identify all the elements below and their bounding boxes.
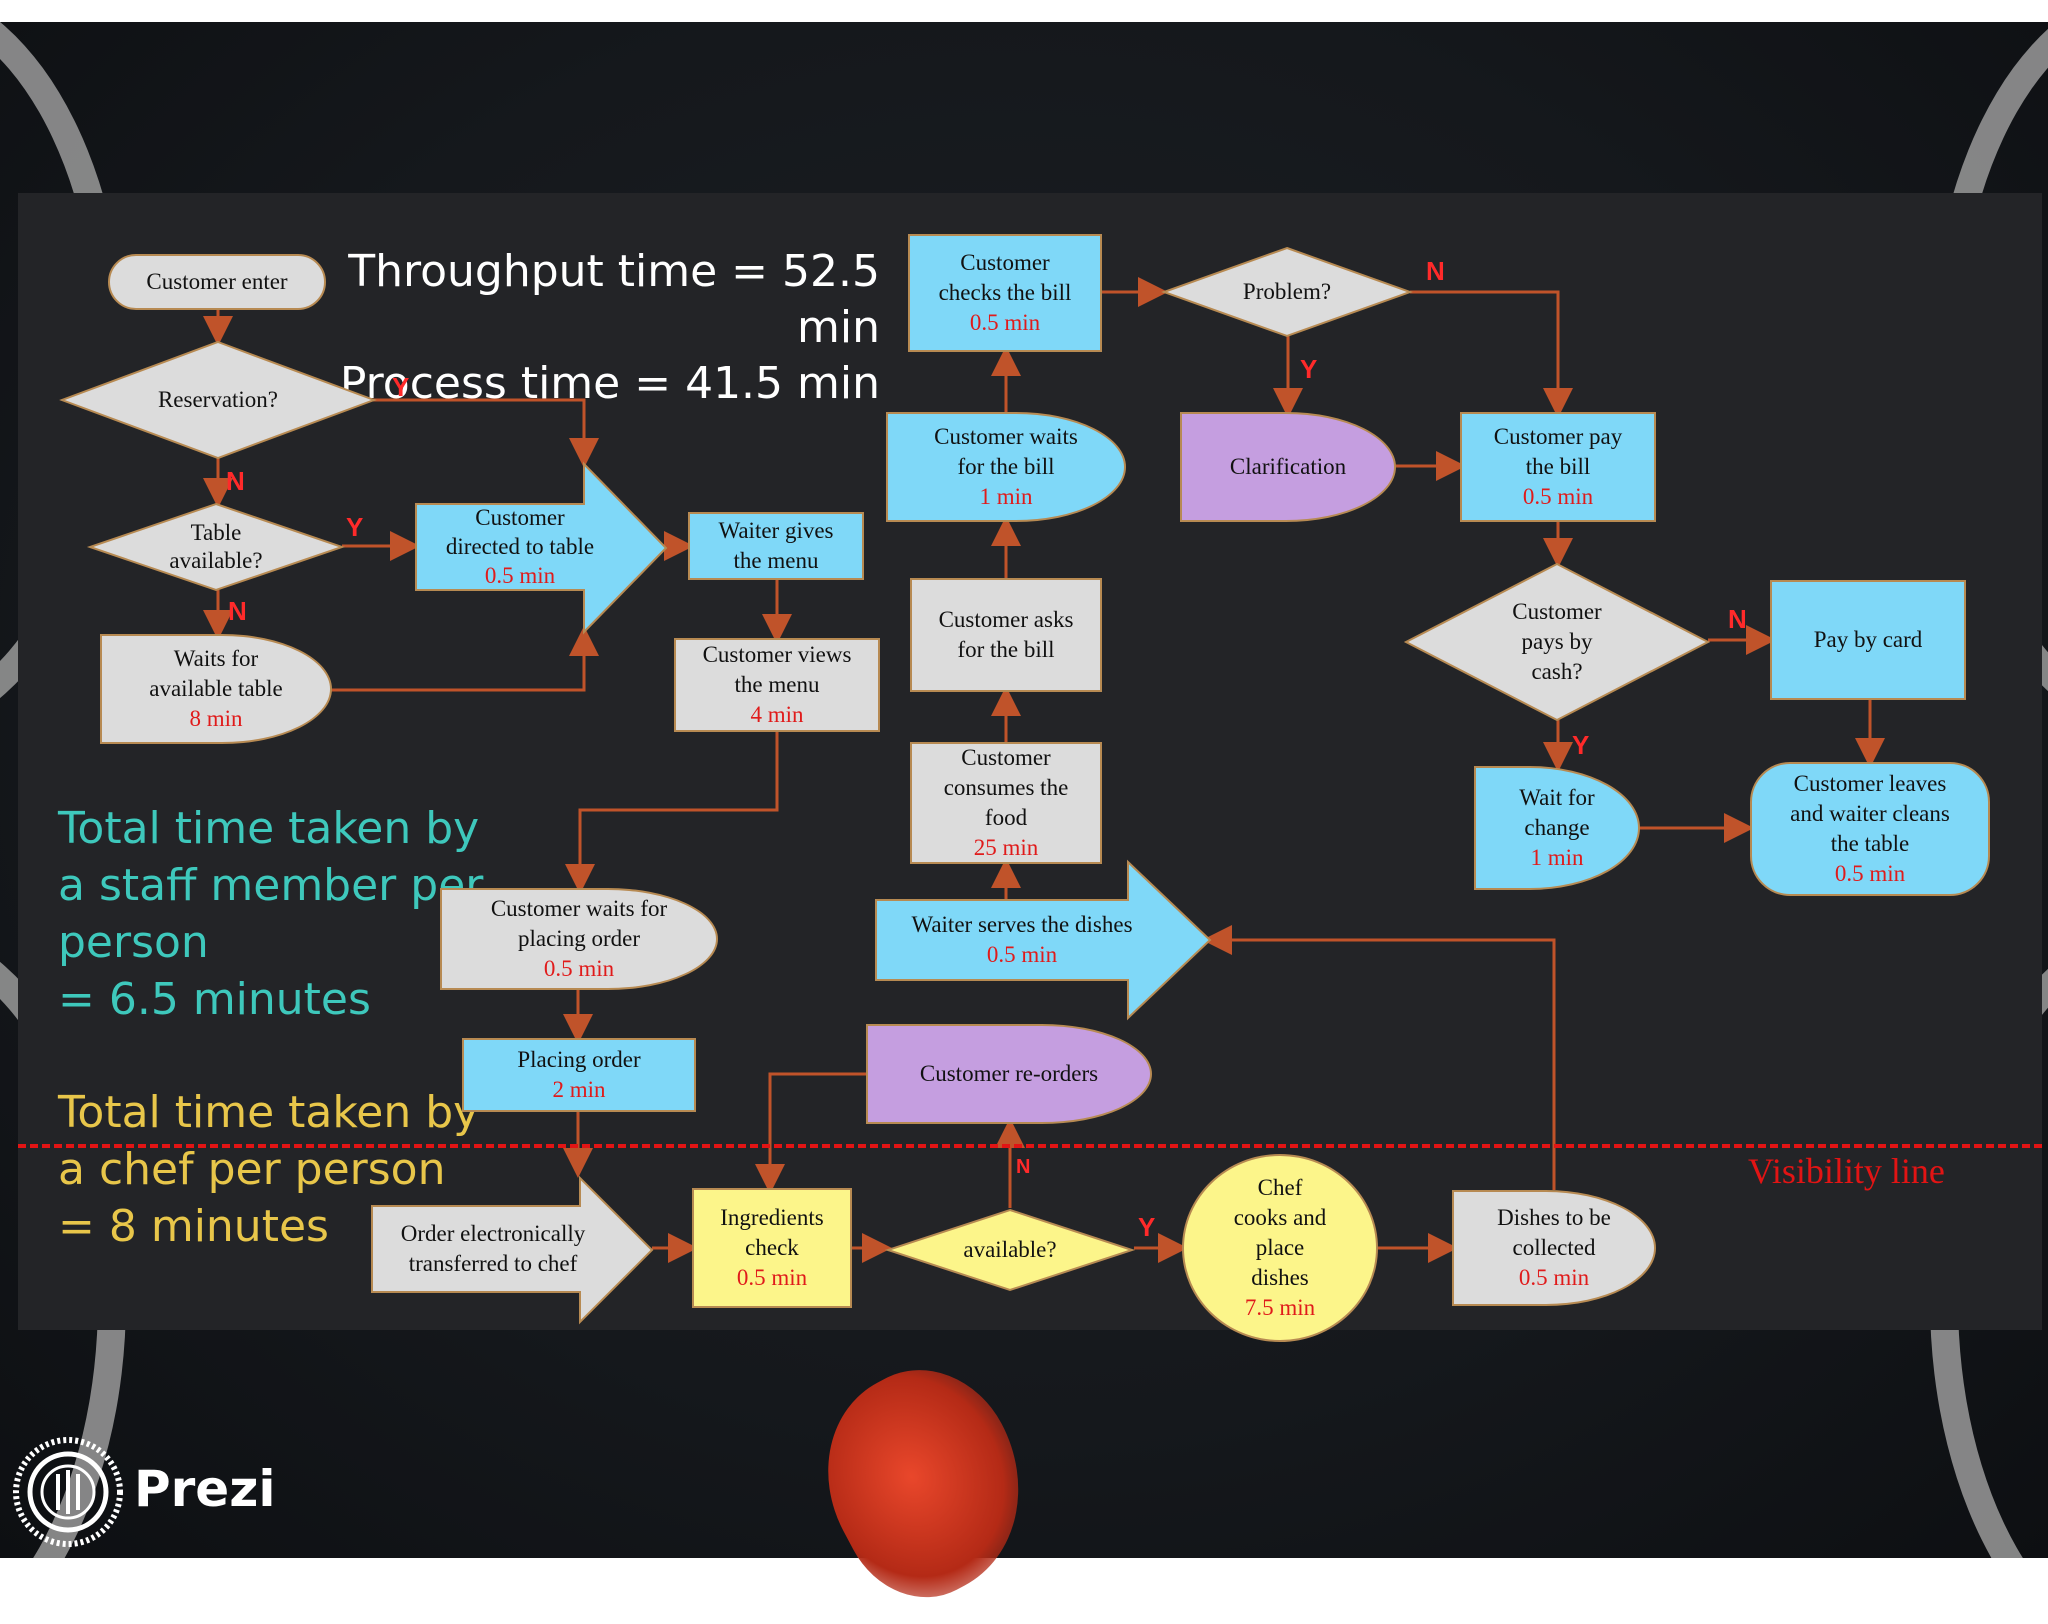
- node-pay-card: Pay by card: [1770, 580, 1966, 700]
- node-available-shape: [884, 1208, 1136, 1292]
- node-order-transferred-shape: [371, 1175, 654, 1325]
- headline: Throughput time = 52.5 min Process time …: [336, 244, 880, 412]
- visibility-line: [18, 1144, 2042, 1148]
- visibility-line-label: Visibility line: [1748, 1151, 1945, 1191]
- node-waits-table: Waits for available table 8 min: [100, 634, 332, 744]
- node-order-transferred: Order electronically transferred to chef: [400, 1221, 586, 1276]
- prezi-logo-icon: [13, 1437, 123, 1547]
- node-waiter-serves-shape: [875, 859, 1212, 1021]
- node-reservation: Reservation?: [157, 387, 279, 412]
- node-views-menu: Customer views the menu 4 min: [674, 638, 880, 732]
- node-asks-bill: Customer asks for the bill: [910, 578, 1102, 692]
- node-ingredients-check: Ingredients check 0.5 min: [692, 1188, 852, 1308]
- branch-label-reservation-yes: Y: [392, 372, 410, 402]
- node-reorders: Customer re-orders: [866, 1024, 1152, 1124]
- node-placing-order: Placing order 2 min: [462, 1038, 696, 1112]
- node-directed-table: Customer directed to table 0.5 min: [445, 504, 595, 588]
- node-consumes-food: Customer consumes the food 25 min: [910, 742, 1102, 864]
- node-problem: Problem?: [1242, 279, 1332, 304]
- node-pays-cash: Customer pays by cash?: [1512, 599, 1602, 684]
- branch-label-available-yes: Y: [1138, 1212, 1156, 1242]
- branch-label-problem-yes: Y: [1300, 354, 1318, 384]
- process-time-text: Process time = 41.5 min: [339, 358, 880, 409]
- branch-label-cash-no: N: [1728, 604, 1747, 634]
- branch-label-reservation-no: N: [226, 466, 245, 496]
- node-waits-bill: Customer waits for the bill 1 min: [886, 412, 1126, 522]
- branch-label-cash-yes: Y: [1572, 730, 1590, 760]
- node-checks-bill: Customer checks the bill 0.5 min: [908, 234, 1102, 352]
- node-pays-cash-shape: [1403, 562, 1711, 722]
- node-pay-bill: Customer pay the bill 0.5 min: [1460, 412, 1656, 522]
- chef-total-text: Total time taken by a chef per person = …: [58, 1087, 480, 1252]
- prezi-brand-name: Prezi: [134, 1460, 276, 1518]
- node-dishes-collected: Dishes to be collected 0.5 min: [1452, 1190, 1656, 1306]
- branch-label-problem-no: N: [1426, 256, 1445, 286]
- throughput-time-text: Throughput time = 52.5 min: [348, 246, 880, 353]
- node-reservation-shape: [59, 340, 377, 460]
- node-waiter-menu: Waiter gives the menu: [688, 512, 864, 580]
- node-customer-enter: Customer enter: [108, 254, 326, 310]
- node-leaves: Customer leaves and waiter cleans the ta…: [1750, 762, 1990, 896]
- node-table-available-shape: [86, 502, 346, 592]
- node-available: available?: [963, 1237, 1057, 1262]
- node-waits-order: Customer waits for placing order 0.5 min: [440, 888, 718, 990]
- node-chef-cooks: Chef cooks and place dishes 7.5 min: [1182, 1154, 1378, 1342]
- node-directed-table-shape: [415, 461, 668, 635]
- node-waiter-serves: Waiter serves the dishes 0.5 min: [911, 912, 1133, 967]
- node-table-available: Table available?: [169, 520, 263, 573]
- staff-total-text: Total time taken by a staff member per p…: [58, 803, 484, 1025]
- branch-label-table-no: N: [228, 596, 247, 626]
- branch-label-available-no: N: [1016, 1156, 1031, 1178]
- node-clarification: Clarification: [1180, 412, 1396, 522]
- branch-label-table-yes: Y: [346, 512, 364, 542]
- node-problem-shape: [1161, 246, 1413, 338]
